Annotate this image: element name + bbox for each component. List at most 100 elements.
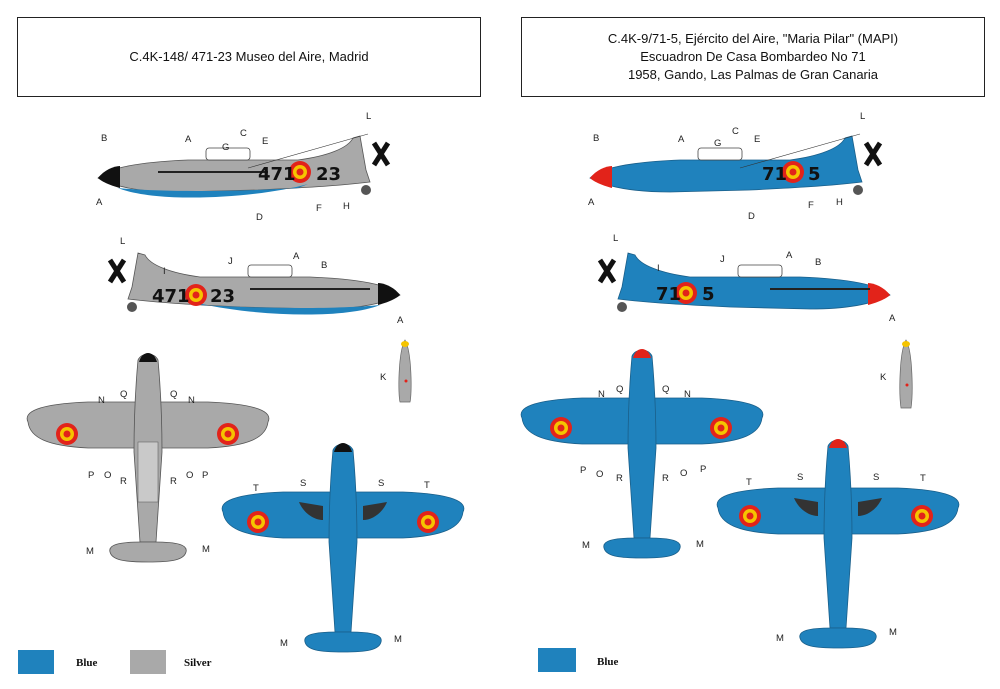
callout-label: S bbox=[300, 478, 306, 489]
roundel-icon bbox=[911, 505, 933, 527]
callout-label: M bbox=[776, 633, 784, 644]
callout-label: M bbox=[202, 544, 210, 555]
callout-label: O bbox=[596, 469, 603, 480]
callout-label: P bbox=[580, 465, 586, 476]
title-box-right: C.4K-9/71-5, Ejército del Aire, "Maria P… bbox=[521, 17, 985, 97]
callout-label: F bbox=[316, 203, 322, 214]
callout-label: L bbox=[120, 236, 125, 247]
right-top-view bbox=[716, 439, 960, 649]
right-bomb: K bbox=[880, 339, 913, 409]
left-side-view-2 bbox=[108, 252, 401, 315]
callout-label: I bbox=[163, 266, 166, 277]
callout-label: N bbox=[98, 395, 105, 406]
legend-swatch bbox=[18, 650, 54, 674]
code-71: 71 bbox=[656, 284, 681, 305]
callout-label: P bbox=[202, 470, 208, 481]
callout-label: Q bbox=[662, 384, 669, 395]
callout-label: G bbox=[714, 138, 721, 149]
callout-label: M bbox=[394, 634, 402, 645]
right-callouts-bottom: N Q Q N P O R R O P M M bbox=[580, 384, 706, 551]
callout-label: R bbox=[616, 473, 623, 484]
callout-label: O bbox=[104, 470, 111, 481]
callout-label: E bbox=[754, 134, 760, 145]
left-bomb: K bbox=[380, 339, 412, 403]
callout-label: K bbox=[880, 372, 887, 383]
title-box-left: C.4K-148/ 471-23 Museo del Aire, Madrid bbox=[17, 17, 481, 97]
callout-label: O bbox=[680, 468, 687, 479]
callout-label: J bbox=[720, 254, 725, 265]
left-legend: Blue Silver bbox=[18, 650, 212, 674]
callout-label: A bbox=[293, 251, 300, 262]
callout-label: I bbox=[657, 263, 660, 274]
callout-label: O bbox=[186, 470, 193, 481]
code-71: 71 bbox=[762, 164, 787, 185]
callout-label: M bbox=[86, 546, 94, 557]
callout-label: M bbox=[280, 638, 288, 649]
right-side-view-1 bbox=[589, 133, 882, 195]
callout-label: T bbox=[746, 477, 752, 488]
callout-label: A bbox=[678, 134, 685, 145]
callout-label: P bbox=[88, 470, 94, 481]
right-callouts-side-2: L I J A B A bbox=[613, 233, 896, 324]
callout-label: A bbox=[786, 250, 793, 261]
right-side-view-2 bbox=[598, 252, 891, 312]
callout-label: R bbox=[120, 476, 127, 487]
callout-label: L bbox=[613, 233, 618, 244]
callout-label: E bbox=[262, 136, 268, 147]
code-5: 5 bbox=[808, 164, 821, 185]
callout-label: S bbox=[797, 472, 803, 483]
callout-label: G bbox=[222, 142, 229, 153]
code-23: 23 bbox=[210, 286, 235, 307]
left-callouts-bottom: N Q Q N P O R R O P M M bbox=[86, 389, 210, 557]
legend-swatch bbox=[538, 648, 576, 672]
code-5: 5 bbox=[702, 284, 715, 305]
title-line: Escuadron De Casa Bombardeo No 71 bbox=[640, 49, 866, 64]
callout-label: Q bbox=[170, 389, 177, 400]
callout-label: N bbox=[188, 395, 195, 406]
callout-label: M bbox=[582, 540, 590, 551]
left-top-view bbox=[221, 443, 465, 653]
callout-label: K bbox=[380, 372, 387, 383]
left-callouts-top: T S S T M M bbox=[253, 478, 430, 649]
callout-label: Q bbox=[616, 384, 623, 395]
callout-label: M bbox=[696, 539, 704, 550]
callout-label: H bbox=[343, 201, 350, 212]
left-bottom-view bbox=[26, 353, 270, 563]
callout-label: B bbox=[101, 133, 107, 144]
right-callouts-side-1: B A G C E L A D F H bbox=[588, 111, 865, 222]
left-side-view-1 bbox=[97, 133, 390, 198]
roundel-icon bbox=[217, 423, 239, 445]
callout-label: A bbox=[889, 313, 896, 324]
callout-label: R bbox=[170, 476, 177, 487]
roundel-icon bbox=[247, 511, 269, 533]
callout-label: T bbox=[920, 473, 926, 484]
code-471: 471 bbox=[258, 164, 296, 185]
right-legend: Blue bbox=[538, 648, 619, 672]
callout-label: Q bbox=[120, 389, 127, 400]
title-line: C.4K-148/ 471-23 Museo del Aire, Madrid bbox=[129, 49, 369, 64]
callout-label: M bbox=[889, 627, 897, 638]
callout-label: D bbox=[748, 211, 755, 222]
callout-label: J bbox=[228, 256, 233, 267]
callout-label: A bbox=[185, 134, 192, 145]
roundel-icon bbox=[710, 417, 732, 439]
callout-label: A bbox=[397, 315, 404, 326]
roundel-icon bbox=[739, 505, 761, 527]
legend-swatch bbox=[130, 650, 166, 674]
callout-label: A bbox=[96, 197, 103, 208]
right-bottom-view bbox=[520, 349, 764, 559]
callout-label: D bbox=[256, 212, 263, 223]
callout-label: C bbox=[732, 126, 739, 137]
callout-label: C bbox=[240, 128, 247, 139]
callout-label: L bbox=[366, 111, 371, 122]
callout-label: B bbox=[321, 260, 327, 271]
legend-label: Blue bbox=[76, 657, 98, 669]
callout-label: A bbox=[588, 197, 595, 208]
left-callouts-side-1: B A G C E L A D F H bbox=[96, 111, 371, 223]
callout-label: P bbox=[700, 464, 706, 475]
left-callouts-side-2: L I J A B A bbox=[120, 236, 404, 326]
callout-label: L bbox=[860, 111, 865, 122]
callout-label: S bbox=[378, 478, 384, 489]
callout-label: T bbox=[253, 483, 259, 494]
